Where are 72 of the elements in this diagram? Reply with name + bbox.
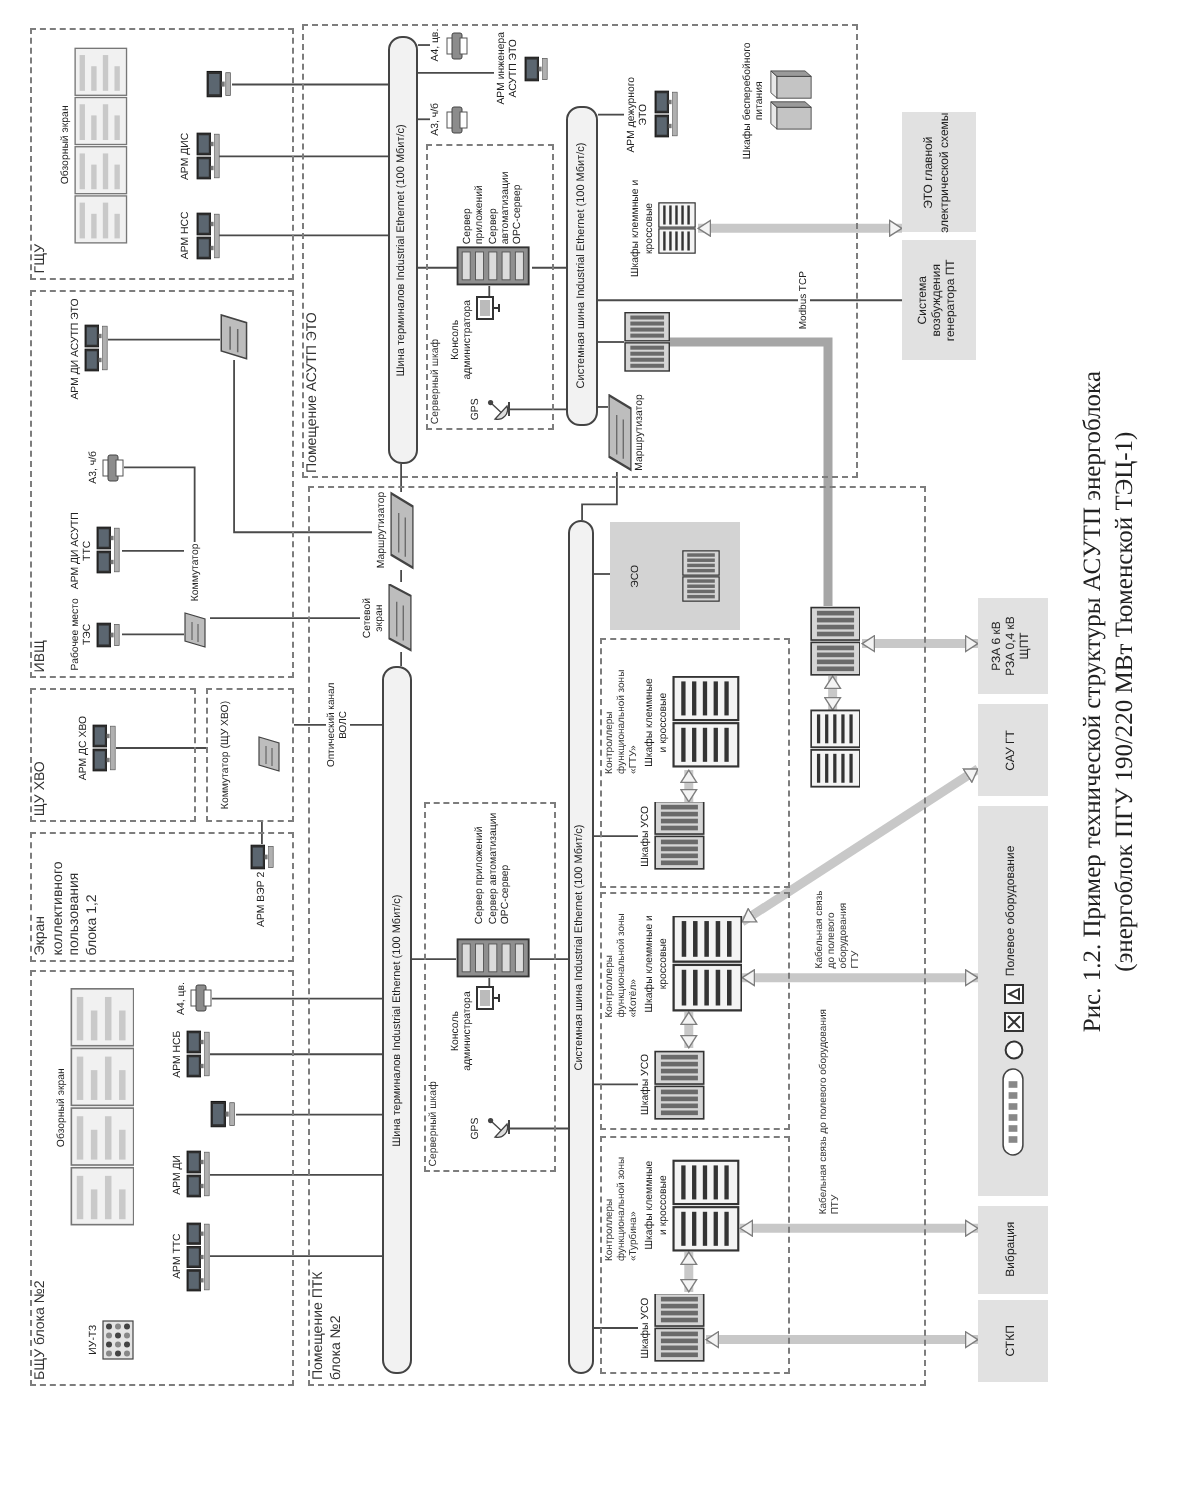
double-arrow <box>680 1251 698 1293</box>
connector-line <box>488 977 491 987</box>
connector-line <box>597 341 625 343</box>
shaded-panel <box>609 522 740 630</box>
switch-area <box>206 687 295 823</box>
connector-line <box>261 821 263 845</box>
room-area <box>29 970 295 1386</box>
connector-line <box>411 958 457 960</box>
connector-line <box>507 1127 569 1130</box>
connector-line <box>593 835 639 838</box>
connector-line <box>233 359 373 534</box>
system-panel <box>978 1300 1049 1382</box>
connector-line <box>235 1113 383 1116</box>
connector-line <box>209 1053 383 1056</box>
connector-line <box>417 44 431 46</box>
connector-line <box>417 266 459 269</box>
double-arrow <box>705 1331 979 1349</box>
connector-line <box>209 617 361 619</box>
connector-line <box>107 338 221 341</box>
figure-caption: Рис. 1.2. Пример технической структуры АСУТП энергоблока (энергоблок ПГУ 190/220 МВт Тюменской ТЭЦ-1) <box>1076 369 1141 1037</box>
connector-line <box>509 408 567 411</box>
connector-line <box>209 1174 383 1176</box>
double-arrow <box>861 635 979 653</box>
connector-line <box>400 463 402 493</box>
server-cabinet-area <box>426 144 555 431</box>
connector-line <box>209 1255 383 1257</box>
function-zone-area <box>600 1135 791 1375</box>
connector-line <box>581 471 618 521</box>
connector-line <box>531 266 567 269</box>
connector-line <box>597 299 903 302</box>
double-arrow <box>680 769 698 803</box>
system-panel <box>978 1205 1049 1294</box>
connector-line <box>400 569 402 583</box>
server-cabinet-area <box>424 801 557 1173</box>
double-arrow <box>741 969 979 987</box>
system-panel <box>978 806 1049 1196</box>
function-zone-area <box>600 891 791 1131</box>
connector-line <box>121 633 185 636</box>
cable-line <box>670 337 833 606</box>
connector-line <box>417 118 431 121</box>
double-arrow <box>680 1011 698 1049</box>
connector-line <box>217 234 389 237</box>
system-panel <box>978 703 1049 797</box>
connector-line <box>593 1083 639 1086</box>
connector-line <box>417 71 495 74</box>
connector-line <box>211 997 383 1000</box>
connector-line <box>217 155 389 158</box>
function-zone-area <box>600 639 791 888</box>
connector-line <box>529 958 569 960</box>
room-area <box>301 24 859 479</box>
double-arrow <box>739 1219 979 1237</box>
room-area <box>29 687 197 823</box>
connector-line <box>597 406 609 408</box>
connector-line <box>231 83 389 86</box>
system-panel <box>978 597 1049 695</box>
connector-line <box>400 651 402 667</box>
double-arrow <box>739 765 981 926</box>
room-area <box>308 485 926 1386</box>
system-panel <box>902 239 977 361</box>
double-arrow <box>697 219 903 237</box>
system-panel <box>902 112 977 233</box>
connector-line <box>593 1327 639 1329</box>
connector-line <box>593 573 611 575</box>
room-area <box>29 28 295 280</box>
room-area <box>29 290 295 679</box>
double-arrow <box>824 675 842 711</box>
room-area <box>29 831 295 962</box>
connector-line <box>121 549 185 552</box>
connector-line <box>115 747 207 749</box>
connector-line <box>123 466 196 543</box>
connector-line <box>597 113 625 116</box>
connector-line <box>488 285 491 297</box>
